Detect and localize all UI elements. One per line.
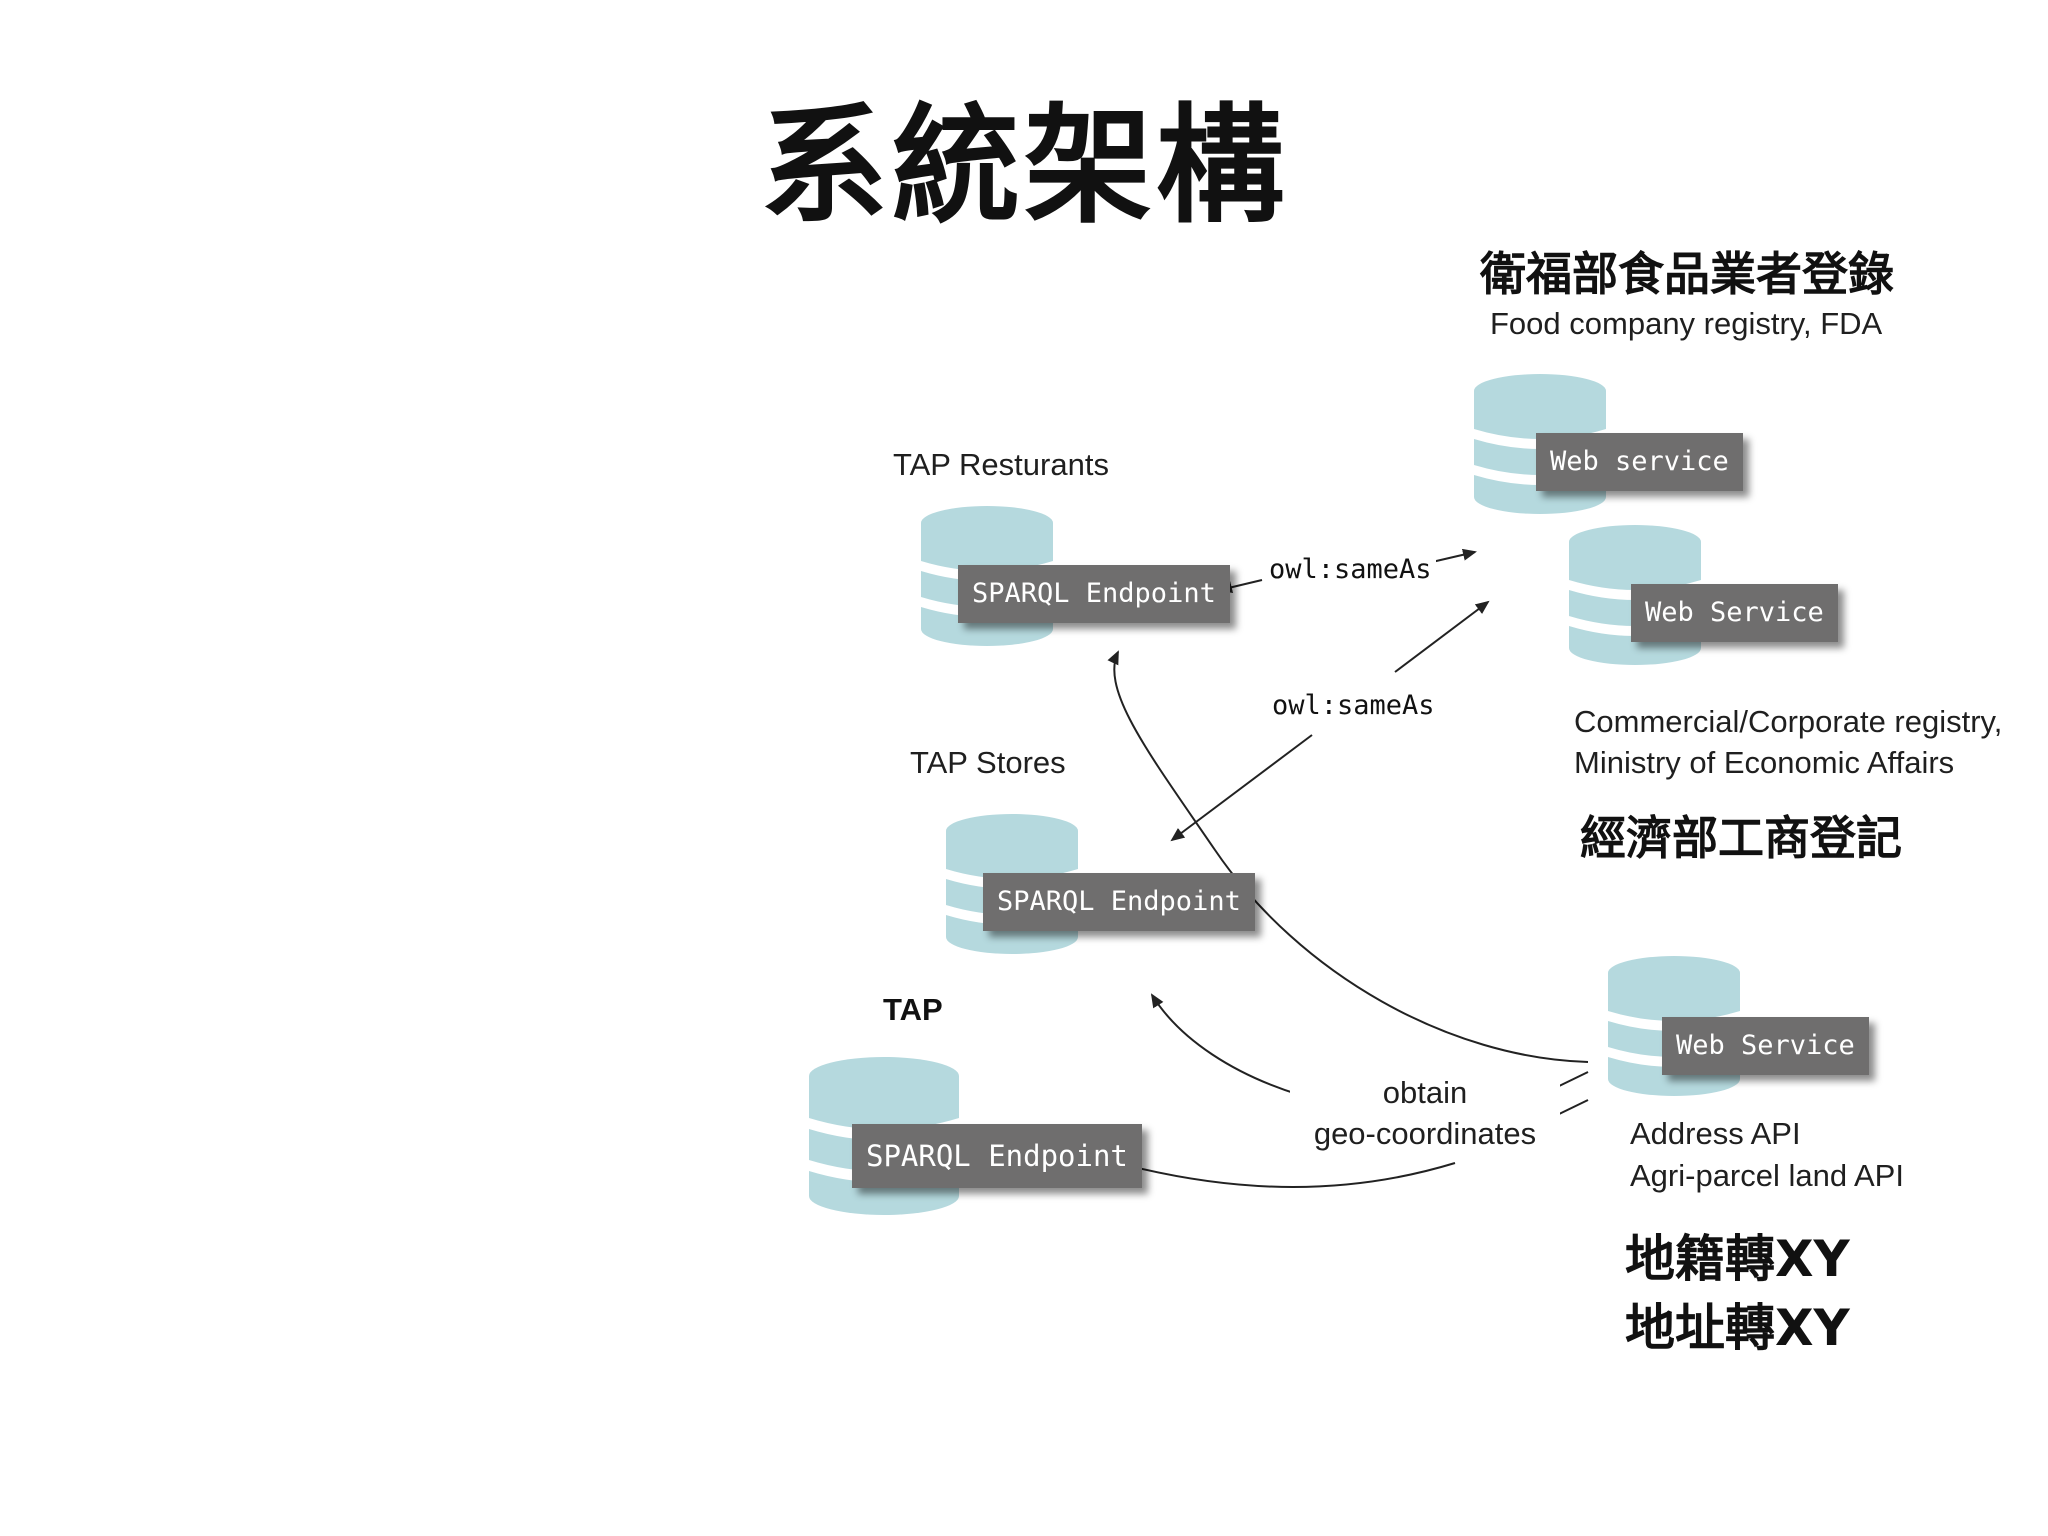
geo-arrow-tap [1116, 1160, 1456, 1188]
geo-line-1 [1554, 1071, 1589, 1089]
sameas-label-2: owl:sameAs [1268, 690, 1439, 721]
sparql-endpoint-tag: SPARQL Endpoint [983, 873, 1255, 931]
geo-edge-label: obtain geo-coordinates [1290, 1072, 1560, 1154]
tap-label: TAP [883, 992, 943, 1027]
tap-node: SPARQL Endpoint [808, 1056, 1142, 1216]
web-service-tag: Web service [1536, 433, 1743, 491]
sameas-arrow-right [1431, 548, 1477, 563]
tap-restaurants-label: TAP Resturants [893, 447, 1109, 482]
sparql-endpoint-tag: SPARQL Endpoint [958, 565, 1230, 623]
moea-label-zh: 經濟部工商登記 [1580, 811, 1902, 865]
sparql-endpoint-tag: SPARQL Endpoint [852, 1124, 1142, 1188]
web-service-tag: Web Service [1662, 1017, 1869, 1075]
geo-label-zh-1: 地籍轉XY [1625, 1230, 1850, 1288]
geo-label-en-2: Agri-parcel land API [1630, 1158, 1904, 1193]
tap-restaurants-node: SPARQL Endpoint [920, 505, 1230, 650]
geo-line-2 [1554, 1099, 1589, 1117]
moea-node: Web Service [1568, 524, 1838, 669]
tap-stores-node: SPARQL Endpoint [945, 813, 1255, 958]
sameas2-arrow-up [1394, 600, 1490, 673]
geo-label-zh-2: 地址轉XY [1625, 1299, 1850, 1357]
geo-label-en-1: Address API [1630, 1116, 1801, 1151]
web-service-tag: Web Service [1631, 584, 1838, 642]
page-title: 系統架構 [759, 92, 1288, 241]
fda-label-zh: 衛福部食品業者登錄 [1480, 247, 1894, 301]
geo-edge-label-line-2: geo-coordinates [1313, 1116, 1537, 1151]
geo-arrow-stores [1150, 993, 1301, 1096]
sameas-label-1: owl:sameAs [1265, 554, 1436, 585]
tap-stores-label: TAP Stores [910, 745, 1066, 780]
geo-edge-label-line-1: obtain [1382, 1075, 1468, 1110]
fda-label-en: Food company registry, FDA [1490, 306, 1883, 341]
moea-label-en-1: Commercial/Corporate registry, [1574, 704, 2003, 739]
geo-node: Web Service [1607, 955, 1869, 1100]
moea-label-en-2: Ministry of Economic Affairs [1574, 745, 1955, 780]
fda-node: Web service [1473, 373, 1743, 518]
